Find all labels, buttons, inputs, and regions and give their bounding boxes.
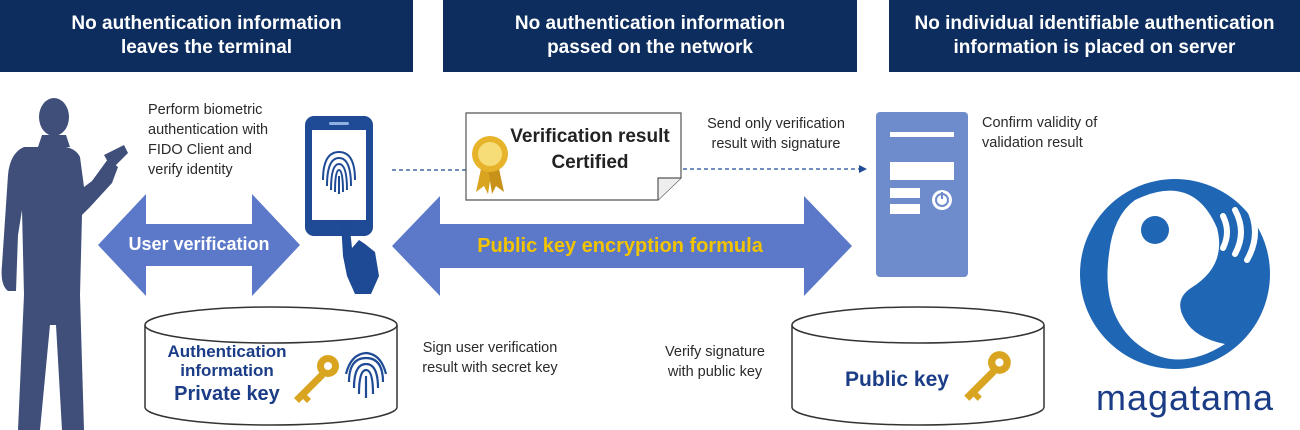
user-verification-arrow xyxy=(98,194,300,296)
db-line: Private key xyxy=(174,383,280,405)
user-verification-label: User verification xyxy=(128,233,270,254)
client-database-label: Authentication information Private key xyxy=(150,342,304,408)
note-line: result with signature xyxy=(711,136,841,152)
public-key-formula-label: Public key encryption formula xyxy=(477,234,763,257)
brand-name: magatama xyxy=(1095,377,1275,418)
banner-line: No authentication information xyxy=(514,13,786,34)
certificate-text: Verification result Certified xyxy=(505,124,675,176)
dashed-arrow-right xyxy=(683,165,867,173)
certificate-line: Verification result xyxy=(510,126,670,147)
server-database-icon xyxy=(791,306,1045,426)
note-confirm: Confirm validity of validation result xyxy=(982,113,1097,153)
note-line: with public key xyxy=(667,364,763,380)
key-icon xyxy=(294,355,339,403)
note-send-only: Send only verification result with signa… xyxy=(690,114,862,154)
banner-line: No authentication information xyxy=(71,13,342,34)
note-line: verify identity xyxy=(148,162,233,178)
note-line: Confirm validity of xyxy=(982,115,1098,131)
banner-line: leaves the terminal xyxy=(120,37,293,58)
banner-line: No individual identifiable authenticatio… xyxy=(914,13,1275,34)
note-line: authentication with xyxy=(148,122,269,138)
smartphone-fingerprint-icon xyxy=(305,116,379,294)
note-line: Send only verification xyxy=(707,116,845,132)
certificate-line: Certified xyxy=(551,152,629,173)
note-line: Sign user verification xyxy=(422,340,558,356)
db-line: information xyxy=(180,361,274,380)
fingerprint-icon xyxy=(344,351,388,398)
note-line: FIDO Client and xyxy=(148,142,252,158)
public-key-formula-arrow xyxy=(392,196,852,296)
banner-terminal: No authentication information leaves the … xyxy=(0,0,413,72)
client-database-icon xyxy=(144,306,398,426)
db-line: Authentication xyxy=(167,342,287,361)
server-icon xyxy=(876,112,968,277)
note-biometric: Perform biometric authentication with FI… xyxy=(148,100,268,180)
banner-network: No authentication information passed on t… xyxy=(443,0,857,72)
note-line: validation result xyxy=(982,135,1083,151)
note-sign: Sign user verification result with secre… xyxy=(405,338,575,378)
user-silhouette-icon xyxy=(1,98,128,430)
note-line: Perform biometric xyxy=(148,102,263,118)
banner-server: No individual identifiable authenticatio… xyxy=(889,0,1300,72)
dashed-connector-left xyxy=(392,169,467,171)
note-verify: Verify signature with public key xyxy=(650,342,780,382)
banner-line: information is placed on server xyxy=(953,37,1236,58)
magatama-logo-icon xyxy=(1080,179,1270,369)
badge-icon xyxy=(472,136,508,194)
banner-line: passed on the network xyxy=(547,37,753,58)
key-icon xyxy=(964,351,1011,401)
note-line: Verify signature xyxy=(665,344,765,360)
server-database-label: Public key xyxy=(845,368,949,391)
certificate-document-icon xyxy=(465,112,682,201)
note-line: result with secret key xyxy=(422,360,558,376)
